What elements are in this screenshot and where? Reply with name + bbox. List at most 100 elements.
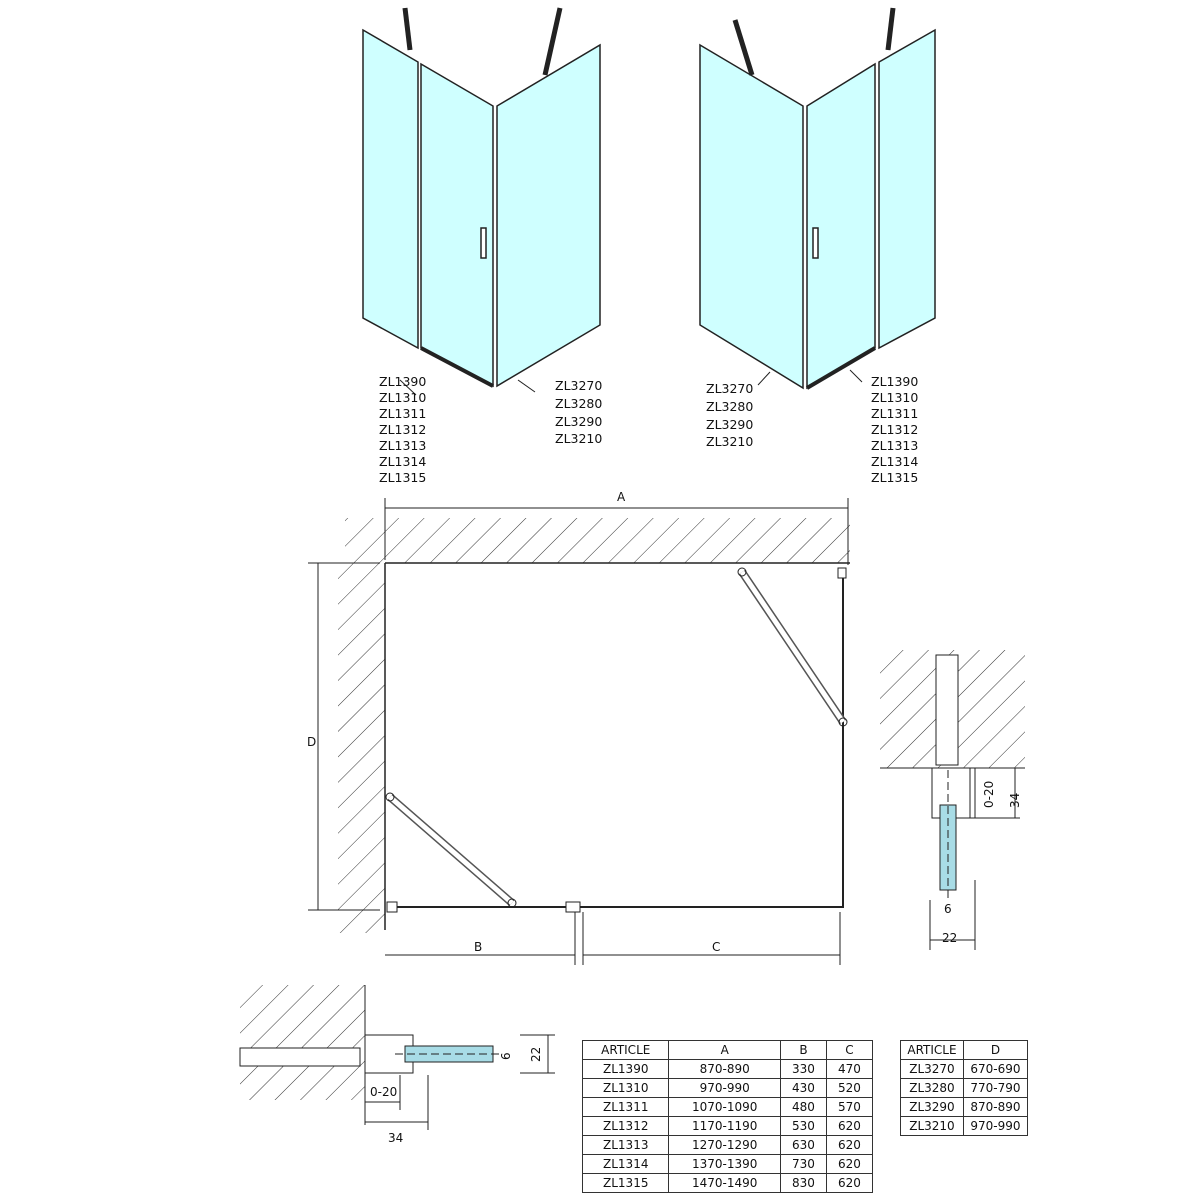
stabilizer-bar xyxy=(402,7,413,51)
table-cell: 970-990 xyxy=(962,1116,1029,1136)
table-header-row: ARTICLE D xyxy=(900,1040,1029,1060)
drawing-label: ZL1314 xyxy=(871,454,918,469)
header-cell: B xyxy=(779,1040,827,1060)
stabilizer-bar xyxy=(732,19,755,76)
table-cell: ZL3270 xyxy=(900,1059,964,1079)
wall-left-hatch xyxy=(338,563,385,933)
table-cell: ZL1390 xyxy=(581,1059,670,1079)
drawing-label: 34 xyxy=(388,1131,403,1145)
door-panel xyxy=(420,62,494,388)
table-cell: 330 xyxy=(779,1059,827,1079)
table-cell: 770-790 xyxy=(962,1078,1029,1098)
drawing-label: ZL3290 xyxy=(706,417,753,432)
table-cell: 520 xyxy=(825,1078,874,1098)
dimension-b-label: B xyxy=(474,940,482,954)
header-cell: ARTICLE xyxy=(581,1040,670,1060)
fixed-panel xyxy=(878,28,936,350)
drawing-label: 0-20 xyxy=(370,1085,397,1099)
drawing-label: ZL1313 xyxy=(871,438,918,453)
header-cell: A xyxy=(668,1040,781,1060)
drawing-label: ZL1311 xyxy=(379,406,426,421)
drawing-label: ZL3210 xyxy=(706,434,753,449)
table-header-row: ARTICLE A B C xyxy=(581,1040,874,1060)
table-cell: ZL1311 xyxy=(581,1097,670,1117)
drawing-label: ZL3280 xyxy=(555,396,602,411)
drawing-label: 0-20 xyxy=(982,781,996,808)
table-cell: 870-890 xyxy=(962,1097,1029,1117)
table-cell: 670-690 xyxy=(962,1059,1029,1079)
door-handle xyxy=(480,227,487,259)
drawing-label: 34 xyxy=(1008,793,1022,808)
wall-top-hatch xyxy=(345,518,850,563)
table-cell: 1170-1190 xyxy=(668,1116,781,1136)
table-cell: 870-890 xyxy=(668,1059,781,1079)
table-cell: 1070-1090 xyxy=(668,1097,781,1117)
enclosure-view-right xyxy=(699,7,936,390)
drawing-label: ZL1314 xyxy=(379,454,426,469)
plan-view xyxy=(308,498,850,965)
drawing-label: ZL1390 xyxy=(379,374,426,389)
table-cell: 830 xyxy=(779,1173,827,1193)
wall-profile-detail-right xyxy=(880,650,1025,950)
stabilizer-bar xyxy=(542,7,563,76)
table-cell: ZL1313 xyxy=(581,1135,670,1155)
table-cell: 620 xyxy=(825,1116,874,1136)
table-cell: 630 xyxy=(779,1135,827,1155)
drawing-label: ZL3280 xyxy=(706,399,753,414)
table-cell: ZL3210 xyxy=(900,1116,964,1136)
header-cell: C xyxy=(825,1040,874,1060)
table-cell: ZL3290 xyxy=(900,1097,964,1117)
wall-profile-detail-bottom xyxy=(239,985,555,1130)
stabilizer-bar xyxy=(885,7,896,51)
table-cell: 570 xyxy=(825,1097,874,1117)
enclosure-view-left xyxy=(362,7,601,396)
drawing-label: ZL1390 xyxy=(871,374,918,389)
drawing-label: ZL3290 xyxy=(555,414,602,429)
drawing-label: ZL3270 xyxy=(555,378,602,393)
fixed-panel xyxy=(362,28,419,350)
drawing-label: 22 xyxy=(529,1047,543,1062)
table-cell: ZL3280 xyxy=(900,1078,964,1098)
table-cell: 620 xyxy=(825,1135,874,1155)
drawing-label: ZL3270 xyxy=(706,381,753,396)
drawing-label: ZL1310 xyxy=(871,390,918,405)
side-code-list-left: ZL3270 ZL3280 ZL3290 ZL3210 xyxy=(555,378,602,446)
table-cell: 480 xyxy=(779,1097,827,1117)
drawing-label: ZL1312 xyxy=(379,422,426,437)
door-code-list-right: ZL1390 ZL1310 ZL1311 ZL1312 ZL1313 ZL131… xyxy=(871,374,918,485)
drawing-label: ZL3210 xyxy=(555,431,602,446)
side-code-list-right: ZL3270 ZL3280 ZL3290 ZL3210 xyxy=(706,381,753,449)
dimension-a-label: A xyxy=(617,490,626,504)
table-cell: 470 xyxy=(825,1059,874,1079)
table-cell: 1370-1390 xyxy=(668,1154,781,1174)
table-cell: 1470-1490 xyxy=(668,1173,781,1193)
drawing-label: 22 xyxy=(942,931,957,945)
dimension-d-label: D xyxy=(307,735,316,749)
table-cell: 970-990 xyxy=(668,1078,781,1098)
drawing-label: 6 xyxy=(499,1052,513,1060)
table-cell: ZL1312 xyxy=(581,1116,670,1136)
drawing-label: ZL1312 xyxy=(871,422,918,437)
drawing-label: ZL1313 xyxy=(379,438,426,453)
side-panel xyxy=(699,43,804,390)
table-cell: 530 xyxy=(779,1116,827,1136)
table-cell: ZL1315 xyxy=(581,1173,670,1193)
drawing-label: ZL1311 xyxy=(871,406,918,421)
table-cell: ZL1310 xyxy=(581,1078,670,1098)
header-cell: D xyxy=(962,1040,1029,1060)
side-panel xyxy=(496,43,601,388)
drawing-label: ZL1315 xyxy=(379,470,426,485)
